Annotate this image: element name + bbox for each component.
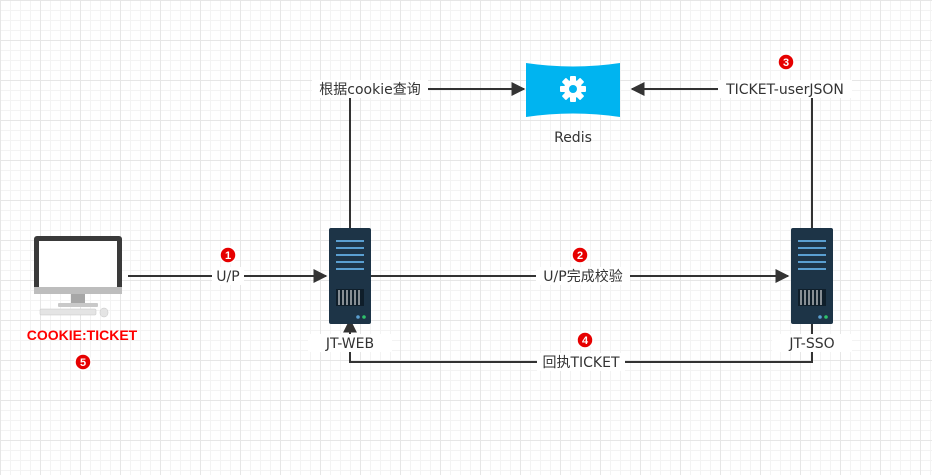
- client-node: COOKIE:TICKET: [27, 236, 138, 343]
- jt-web-label: JT-WEB: [325, 336, 374, 352]
- step-badge-2: 2: [571, 246, 589, 264]
- edge-web-to-sso: U/P完成校验: [371, 267, 790, 285]
- client-label: COOKIE:TICKET: [27, 327, 138, 343]
- edge-label-verify: U/P完成校验: [543, 268, 622, 285]
- edge-label-query-by-cookie: 根据cookie查询: [319, 82, 420, 98]
- jt-sso-node: JT-SSO: [772, 228, 852, 352]
- step-badge-5: 5: [74, 353, 92, 371]
- redis-label: Redis: [554, 130, 592, 146]
- svg-text:5: 5: [80, 357, 86, 369]
- gear-icon: [560, 76, 586, 102]
- edge-client-to-web: U/P: [128, 267, 328, 285]
- svg-text:4: 4: [582, 335, 589, 347]
- jt-web-node: JT-WEB: [308, 228, 392, 352]
- step-badge-4: 4: [576, 331, 594, 349]
- edge-label-up: U/P: [216, 269, 239, 285]
- desktop-monitor-icon: [34, 236, 122, 318]
- step-badge-1: 1: [219, 246, 237, 264]
- edge-label-ticket-userjson: TICKET-userJSON: [725, 82, 844, 98]
- svg-text:1: 1: [225, 250, 231, 262]
- server-icon: [329, 228, 371, 324]
- svg-text:3: 3: [783, 57, 789, 69]
- step-badge-3: 3: [777, 53, 795, 71]
- edge-line: [349, 82, 526, 228]
- edge-web-to-redis: 根据cookie查询: [312, 80, 526, 228]
- svg-text:2: 2: [577, 250, 583, 262]
- edge-sso-to-redis: TICKET-userJSON: [630, 80, 852, 228]
- edge-line: [630, 82, 813, 228]
- server-icon: [791, 228, 833, 324]
- redis-node: Redis: [526, 63, 620, 146]
- jt-sso-label: JT-SSO: [788, 336, 834, 352]
- edge-label-return-ticket: 回执TICKET: [542, 355, 619, 371]
